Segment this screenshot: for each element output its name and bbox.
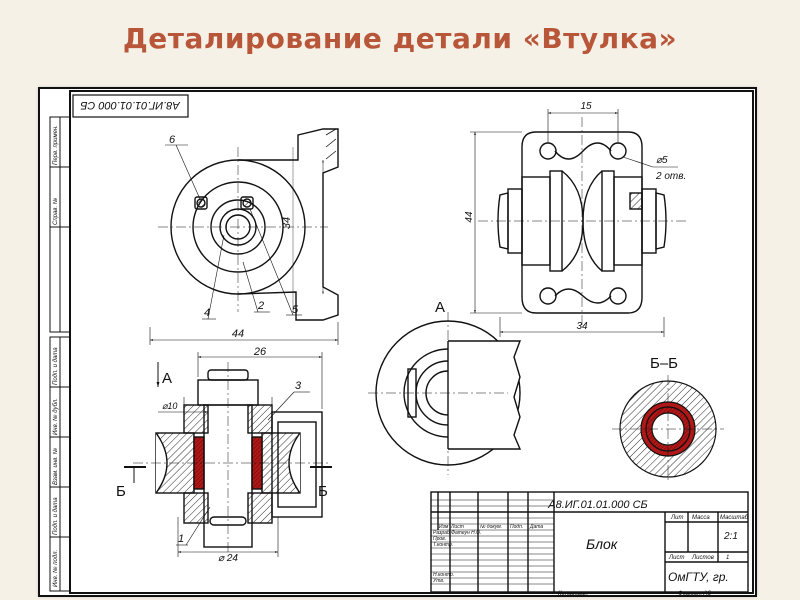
callout-2: 2 (257, 300, 264, 312)
row-razrab: Разраб. (433, 530, 451, 536)
dim-34-vert: 34 (281, 217, 293, 229)
side-first-use: Перв. примен. (53, 125, 59, 165)
title-block (430, 491, 749, 593)
rotated-stamp: А8.ИГ.01.01.000 СБ (72, 94, 189, 118)
sheets-count: 1 (726, 555, 729, 561)
view-a (368, 312, 522, 475)
section-b-b (612, 375, 724, 483)
sheet-label: Лист (668, 555, 684, 561)
col-lit: Лит (670, 515, 683, 521)
sectional-view (133, 362, 328, 557)
cut-label-left: Б (116, 483, 126, 500)
title-block-code: А8.ИГ.01.01.000 СБ (547, 499, 647, 511)
side-view (478, 117, 688, 327)
row-utv: Утв. (433, 578, 444, 584)
rotated-stamp-code: А8.ИГ.01.01.000 СБ (80, 99, 180, 111)
slide-title: Деталирование детали «Втулка» (122, 22, 678, 55)
side-inv-podl: Инв. № подл. (52, 550, 59, 587)
front-view (158, 128, 339, 321)
row-date: Дата (529, 524, 543, 530)
side-inv-dubl: Инв. № дубл. (52, 398, 59, 435)
view-label-a: А (435, 299, 445, 316)
front-view-dims (149, 144, 339, 345)
sheet-outer-frame (38, 87, 757, 597)
col-mass: Масса (692, 515, 710, 521)
section-label-bb: Б–Б (650, 355, 678, 372)
row-izm: Изм (439, 524, 449, 530)
dim-hole-count: 2 отв. (655, 171, 686, 182)
side-strip (49, 116, 71, 592)
col-scale: Масштаб (720, 515, 749, 521)
dim-d10: ⌀10 (162, 401, 177, 411)
row-tkontr: Т.контр. (433, 542, 453, 548)
sheets-label: Листов (691, 555, 714, 561)
cut-label-right: Б (318, 483, 328, 500)
side-sign-date-2: Подп. и дата (53, 497, 59, 535)
dim-d24: ⌀ 24 (218, 553, 238, 564)
row-doc: № докум. (480, 524, 502, 530)
dim-44-horiz: 44 (232, 328, 244, 340)
row-sign: Подп. (510, 524, 523, 530)
title-block-org: ОмГТУ, гр. (668, 570, 729, 584)
scale-value: 2:1 (723, 531, 738, 542)
callout-4: 4 (204, 307, 210, 319)
arrow-label-a: А (162, 370, 172, 387)
format-label: Формат А3 (678, 591, 711, 597)
row-list: Лист (450, 524, 464, 530)
side-sign-date-1: Подп. и дата (53, 347, 59, 385)
callout-6: 6 (169, 134, 176, 146)
dim-hole-dia: ⌀5 (656, 155, 668, 166)
side-view-dims (470, 109, 678, 337)
drawing-sheet: Перв. примен. Справ. № Подп. и дата Инв.… (38, 87, 757, 597)
callout-5: 5 (292, 304, 299, 316)
callout-1: 1 (178, 533, 184, 545)
title-block-name: Блок (586, 536, 619, 552)
copied-label: Копировал (558, 591, 588, 597)
side-ref-no: Справ. № (52, 197, 59, 225)
dim-44-vert: 44 (464, 211, 475, 223)
row-prov: Пров. (433, 536, 446, 542)
technical-drawing: Перв. примен. Справ. № Подп. и дата Инв.… (38, 87, 757, 597)
row-nkontr: Н.контр. (433, 572, 454, 578)
dim-26: 26 (253, 346, 267, 358)
dim-34-horiz: 34 (576, 321, 588, 332)
callout-3: 3 (295, 380, 302, 392)
razrab-name: Фатеун Н.О. (451, 530, 481, 536)
side-vzam-inv: Взам. инв. № (52, 447, 59, 485)
sectional-view-dims (124, 352, 332, 557)
dim-15: 15 (580, 101, 592, 112)
